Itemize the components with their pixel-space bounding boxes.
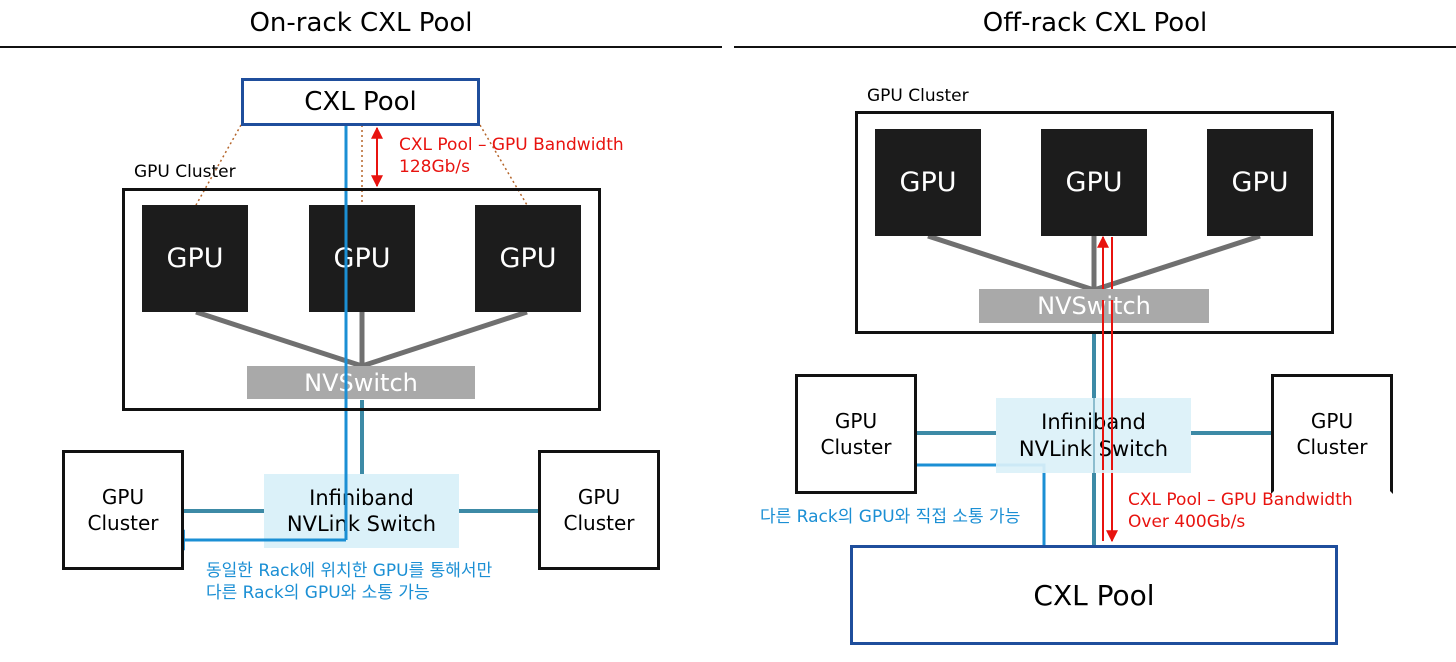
left-note-line1: 동일한 Rack에 위치한 GPU를 통해서만 xyxy=(206,561,493,581)
right-cluster-left-line2: Cluster xyxy=(820,435,892,459)
right-note: 다른 Rack의 GPU와 직접 소통 가능 xyxy=(760,507,1021,527)
left-bandwidth-text: CXL Pool – GPU Bandwidth 128Gb/s xyxy=(399,134,624,178)
right-cluster-right-line2: Cluster xyxy=(1296,435,1368,459)
left-bandwidth-line2: 128Gb/s xyxy=(399,157,470,178)
left-switch-line2: NVLink Switch xyxy=(286,512,437,536)
left-infiniband-switch: Infiniband NVLink Switch xyxy=(264,474,459,548)
right-bandwidth-line1: CXL Pool – GPU Bandwidth xyxy=(1128,490,1353,510)
left-cluster-right-line1: GPU xyxy=(577,485,621,509)
nvlink xyxy=(195,309,363,369)
left-cluster-left: GPU Cluster xyxy=(62,450,184,570)
left-cxl-pool: CXL Pool xyxy=(241,78,480,126)
right-gpu-3: GPU xyxy=(1207,129,1313,236)
left-cluster-right-line2: Cluster xyxy=(563,511,635,535)
left-cxl-pool-label: CXL Pool xyxy=(304,87,417,117)
dotted-link xyxy=(479,124,528,206)
left-nvswitch: NVSwitch xyxy=(247,366,475,399)
right-gpu-1: GPU xyxy=(875,129,981,236)
right-cluster-left-line1: GPU xyxy=(834,409,878,433)
right-gpu-2: GPU xyxy=(1041,129,1147,236)
left-bandwidth-line1: CXL Pool – GPU Bandwidth xyxy=(399,135,624,155)
right-title: Off-rack CXL Pool xyxy=(982,8,1208,38)
left-switch-line1: Infiniband xyxy=(309,485,414,510)
left-title-rule xyxy=(0,46,722,48)
right-cluster-right-line1: GPU xyxy=(1310,409,1354,433)
left-cluster-right: GPU Cluster xyxy=(538,450,660,570)
left-gpu-3: GPU xyxy=(475,205,581,312)
right-cluster-left: GPU Cluster xyxy=(795,374,917,494)
left-note: 동일한 Rack에 위치한 GPU를 통해서만 다른 Rack의 GPU와 소통… xyxy=(206,560,492,604)
dotted-link xyxy=(195,124,242,206)
right-cxl-pool: CXL Pool xyxy=(850,545,1338,645)
left-cluster-label: GPU Cluster xyxy=(134,162,236,182)
left-gpu-cluster-box xyxy=(122,188,601,411)
nvlink xyxy=(1093,233,1261,293)
left-note-line2: 다른 Rack의 GPU와 소통 가능 xyxy=(206,583,430,604)
right-cxl-pool-label: CXL Pool xyxy=(1033,578,1155,612)
right-title-rule xyxy=(734,46,1456,48)
left-gpu-2: GPU xyxy=(309,205,415,312)
left-title: On-rack CXL Pool xyxy=(249,8,473,38)
left-cluster-left-line1: GPU xyxy=(101,485,145,509)
right-bandwidth-line2: Over 400Gb/s xyxy=(1128,512,1246,533)
nvlink xyxy=(927,233,1095,293)
right-bandwidth-text: CXL Pool – GPU Bandwidth Over 400Gb/s xyxy=(1128,489,1353,533)
right-nvswitch: NVSwitch xyxy=(979,289,1209,323)
left-cluster-left-line2: Cluster xyxy=(87,511,159,535)
right-cluster-label: GPU Cluster xyxy=(867,86,969,106)
left-gpu-1: GPU xyxy=(142,205,248,312)
nvlink xyxy=(361,309,528,369)
right-cluster-right: GPU Cluster xyxy=(1271,374,1393,494)
right-gpu-cluster-box xyxy=(855,111,1334,334)
